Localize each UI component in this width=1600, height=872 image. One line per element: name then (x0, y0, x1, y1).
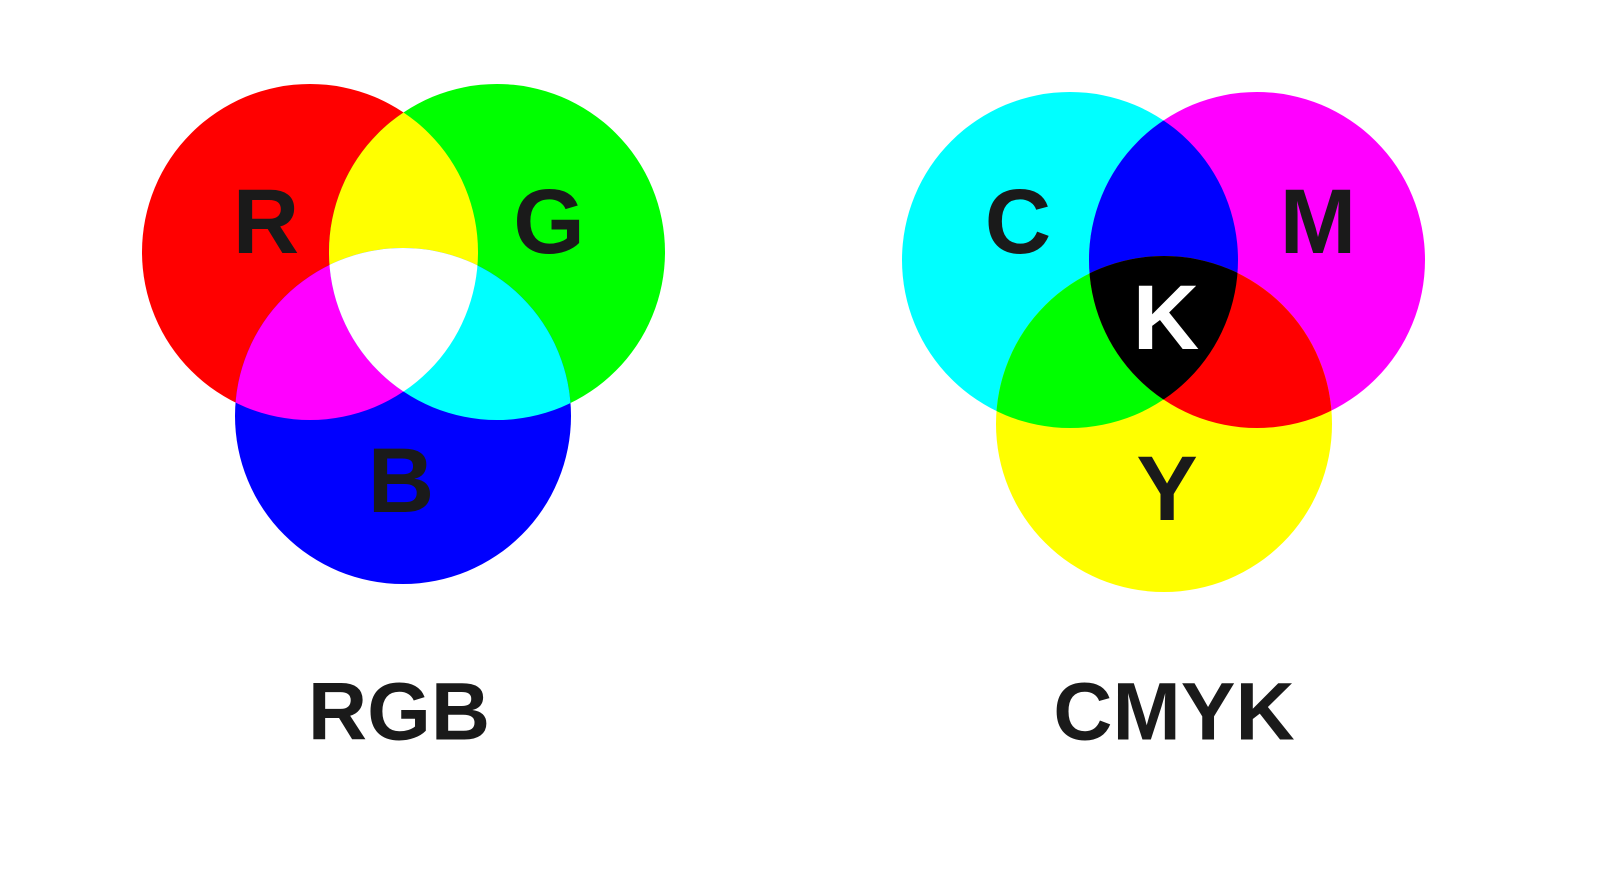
green-circle-label: G (513, 171, 585, 273)
rgb-diagram: R G B RGB (142, 84, 665, 758)
blue-circle-label: B (368, 430, 434, 532)
yellow-circle-label: Y (1136, 438, 1197, 540)
cmyk-diagram: C M K Y CMYK (902, 92, 1425, 758)
magenta-circle-label: M (1280, 171, 1357, 273)
rgb-title: RGB (308, 667, 490, 758)
cyan-circle-label: C (985, 171, 1051, 273)
red-circle-label: R (233, 171, 299, 273)
key-black-label: K (1133, 267, 1199, 369)
cmyk-title: CMYK (1053, 667, 1294, 758)
